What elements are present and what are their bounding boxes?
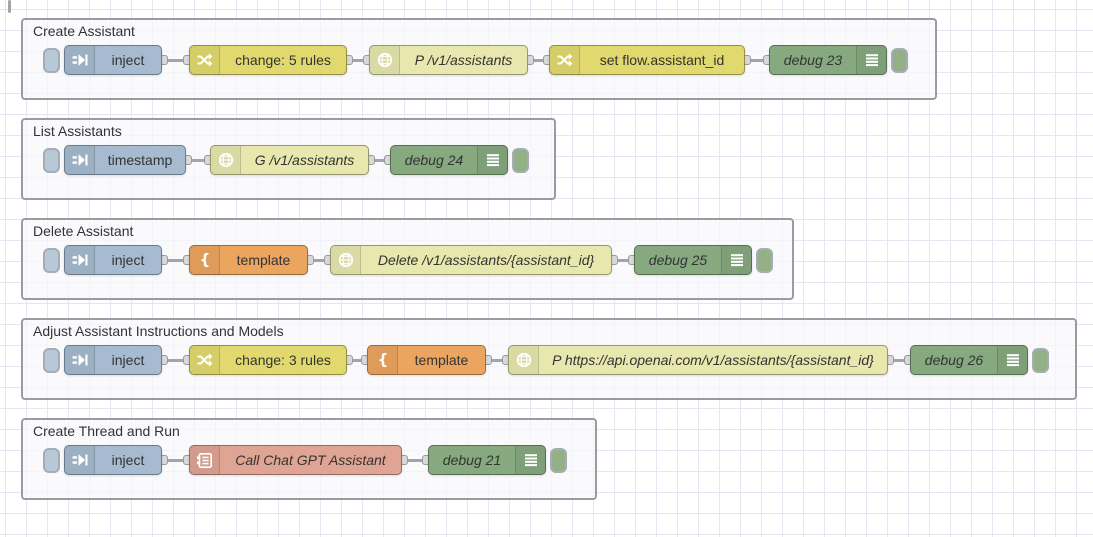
inject-arrow-icon [65, 146, 95, 174]
wire[interactable] [310, 258, 328, 262]
node-label: debug 25 [648, 252, 708, 268]
node-debug[interactable]: debug 24 [390, 145, 508, 175]
subflow-icon [190, 446, 220, 474]
node-label: Delete /v1/assistants/{assistant_id} [377, 252, 595, 268]
node-label: G /v1/assistants [254, 152, 355, 168]
node-inject[interactable]: inject [64, 45, 162, 75]
node-template[interactable]: { template [367, 345, 486, 375]
list-lines-icon [515, 446, 545, 474]
shuffle-icon [190, 346, 220, 374]
node-label: inject [111, 252, 145, 268]
wire[interactable] [188, 158, 208, 162]
globe-icon [211, 146, 241, 174]
globe-icon [370, 46, 400, 74]
group-title: Create Assistant [33, 23, 135, 39]
node-label: change: 5 rules [235, 52, 331, 68]
group-title: Create Thread and Run [33, 423, 180, 439]
shuffle-icon [190, 46, 220, 74]
inject-arrow-icon [65, 246, 95, 274]
node-debug[interactable]: debug 25 [634, 245, 752, 275]
wire[interactable] [164, 58, 187, 62]
debug-toggle-button[interactable] [891, 47, 908, 73]
node-label: inject [111, 452, 145, 468]
debug-toggle-button[interactable] [512, 147, 529, 173]
node-inject[interactable]: timestamp [64, 145, 186, 175]
inject-button[interactable] [43, 247, 60, 273]
node-label: change: 3 rules [235, 352, 331, 368]
wire[interactable] [614, 258, 632, 262]
wire[interactable] [530, 58, 547, 62]
node-template[interactable]: { template [189, 245, 308, 275]
node-label: debug 23 [783, 52, 843, 68]
node-http[interactable]: P https://api.openai.com/v1/assistants/{… [508, 345, 888, 375]
node-label: P https://api.openai.com/v1/assistants/{… [552, 352, 874, 368]
list-lines-icon [997, 346, 1027, 374]
wire[interactable] [488, 358, 506, 362]
wire[interactable] [404, 458, 426, 462]
node-change[interactable]: set flow.assistant_id [549, 45, 745, 75]
node-label: debug 24 [404, 152, 464, 168]
node-http[interactable]: G /v1/assistants [210, 145, 369, 175]
inject-button[interactable] [43, 347, 60, 373]
node-label: inject [111, 352, 145, 368]
list-lines-icon [721, 246, 751, 274]
globe-icon [509, 346, 539, 374]
group-title: Adjust Assistant Instructions and Models [33, 323, 284, 339]
node-change[interactable]: change: 3 rules [189, 345, 347, 375]
node-inject[interactable]: inject [64, 345, 162, 375]
node-label: Call Chat GPT Assistant [235, 452, 386, 468]
wire[interactable] [747, 58, 767, 62]
wire[interactable] [371, 158, 388, 162]
wire-offscreen[interactable] [8, 0, 11, 13]
node-label: debug 21 [442, 452, 502, 468]
wire[interactable] [349, 58, 367, 62]
node-inject[interactable]: inject [64, 245, 162, 275]
inject-arrow-icon [65, 446, 95, 474]
shuffle-icon [550, 46, 580, 74]
node-debug[interactable]: debug 23 [769, 45, 887, 75]
debug-toggle-button[interactable] [756, 247, 773, 273]
node-change[interactable]: change: 5 rules [189, 45, 347, 75]
node-label: debug 26 [924, 352, 984, 368]
node-label: set flow.assistant_id [599, 52, 725, 68]
inject-arrow-icon [65, 346, 95, 374]
wire[interactable] [164, 258, 187, 262]
wire[interactable] [164, 458, 187, 462]
debug-toggle-button[interactable] [550, 447, 567, 473]
group-title: List Assistants [33, 123, 122, 139]
svg-text:{: { [199, 252, 210, 268]
globe-icon [331, 246, 361, 274]
node-subflow[interactable]: Call Chat GPT Assistant [189, 445, 402, 475]
inject-button[interactable] [43, 447, 60, 473]
wire[interactable] [349, 358, 365, 362]
node-label: template [414, 352, 469, 368]
curly-brace-icon: { [368, 346, 398, 374]
list-lines-icon [477, 146, 507, 174]
inject-arrow-icon [65, 46, 95, 74]
node-label: template [236, 252, 291, 268]
node-http[interactable]: P /v1/assistants [369, 45, 528, 75]
svg-text:{: { [377, 352, 388, 368]
node-inject[interactable]: inject [64, 445, 162, 475]
list-lines-icon [856, 46, 886, 74]
curly-brace-icon: { [190, 246, 220, 274]
node-label: inject [111, 52, 145, 68]
wire[interactable] [890, 358, 908, 362]
inject-button[interactable] [43, 47, 60, 73]
debug-toggle-button[interactable] [1032, 347, 1049, 373]
group-title: Delete Assistant [33, 223, 134, 239]
inject-button[interactable] [43, 147, 60, 173]
node-label: P /v1/assistants [414, 52, 513, 68]
node-label: timestamp [107, 152, 173, 168]
node-http[interactable]: Delete /v1/assistants/{assistant_id} [330, 245, 612, 275]
wire[interactable] [164, 358, 187, 362]
node-debug[interactable]: debug 21 [428, 445, 546, 475]
node-debug[interactable]: debug 26 [910, 345, 1028, 375]
